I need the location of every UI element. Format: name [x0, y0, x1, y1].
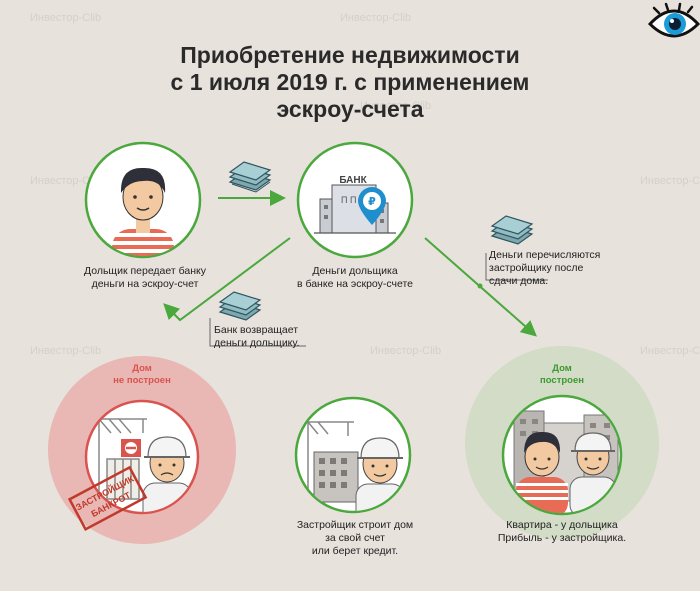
not-built-circle: ЗАСТРОЙЩИК БАНКРОТ [48, 356, 236, 544]
person-icon [112, 167, 174, 256]
watermark: Инвестор-Clib [30, 175, 102, 187]
no-entry-icon [121, 439, 141, 457]
page-title: Приобретение недвижимости с 1 июля 2019 … [0, 42, 700, 123]
ruble-pin-icon: ₽ [358, 187, 386, 225]
ruble-symbol: ₽ [368, 195, 376, 208]
money-stack-icon [490, 215, 534, 245]
crane-icon [87, 417, 147, 505]
built-caption: Квартира - у дольщика Прибыль - у застро… [497, 519, 627, 544]
worker-icon [355, 437, 405, 511]
money-stack-icon [218, 291, 262, 321]
watermark: Инвестор-Clib [370, 345, 442, 357]
shareholder-circle [84, 141, 202, 259]
arrow-return [163, 237, 291, 322]
bank-sign: БАНК [339, 175, 367, 186]
watermark: Инвестор-Clib [360, 100, 432, 112]
builder-caption: Застройщик строит дом за свой счет или б… [296, 519, 414, 557]
watermark: Инвестор-Clib [640, 345, 700, 357]
bank-circle: БАНК П П ₽ [296, 141, 414, 259]
bank-caption: Деньги дольщика в банке на эскроу-счете [296, 265, 414, 290]
shareholder-caption: Дольщик передает банку деньги на эскроу-… [84, 265, 206, 290]
not-built-status: Дом не построен [113, 363, 171, 386]
watermark: Инвестор-Clib [640, 175, 700, 187]
money-stack-icon [228, 161, 272, 193]
title-line-2: с 1 июля 2019 г. с применением [170, 69, 530, 95]
watermark: Инвестор-Clib [30, 345, 102, 357]
builder-circle [294, 396, 412, 514]
transfer-caption: Деньги перечисляются застройщику после с… [489, 249, 601, 287]
title-line-1: Приобретение недвижимости [180, 42, 520, 68]
watermark: Инвестор-Clib [30, 12, 102, 24]
eye-logo-icon [648, 2, 700, 38]
title-line-3: эскроу-счета [276, 96, 424, 122]
built-circle [465, 346, 659, 540]
watermark: Инвестор-Clib [340, 12, 412, 24]
built-status: Дом построен [540, 363, 584, 386]
bank-letter-1: П [341, 195, 347, 205]
bank-letter-2: П [350, 195, 356, 205]
bank-return-caption: Банк возвращает деньги дольщику. [214, 324, 300, 349]
worker-icon [142, 436, 192, 512]
